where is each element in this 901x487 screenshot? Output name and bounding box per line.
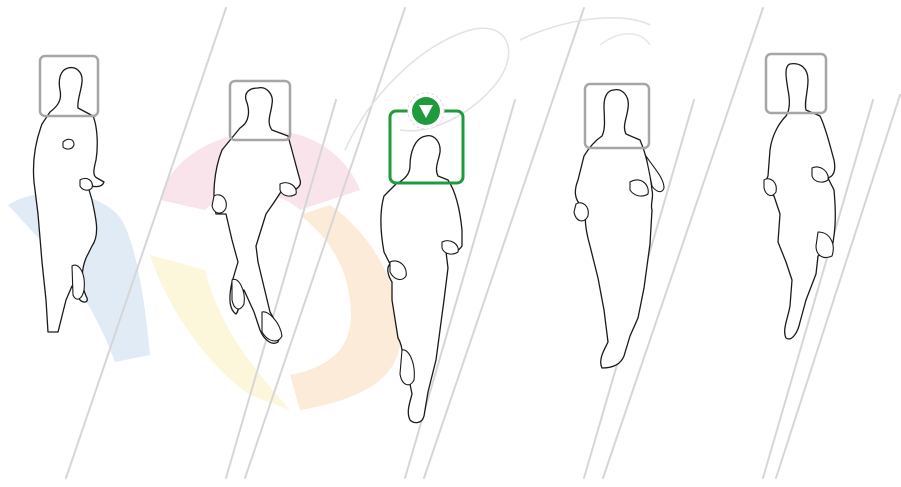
runner-2-hand [212,195,226,213]
runner-5 [764,54,835,339]
runner-2-silhouette [214,88,300,344]
runner-2-shoe [262,312,282,341]
runner-3 [381,93,463,423]
runner-3-silhouette [381,136,462,423]
runner-4 [574,84,664,368]
runner-2 [212,81,300,343]
selection-marker[interactable] [408,93,444,129]
runner-1-hand-2 [80,178,92,190]
runner-4-hand [574,203,588,221]
runner-4-silhouette [575,90,652,368]
runner-1-hand [63,139,74,149]
